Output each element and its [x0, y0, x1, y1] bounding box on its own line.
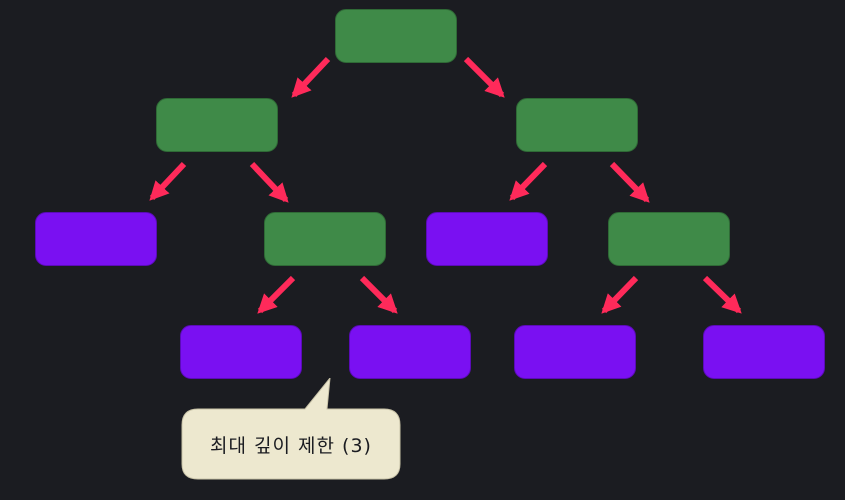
edge-l1left-to-leaf [149, 161, 187, 201]
level3-leaf-node-4 [703, 325, 825, 379]
callout-bubble [181, 378, 401, 480]
level3-leaf-node-2 [349, 325, 471, 379]
edge-l2right-to-leaf-a [601, 275, 639, 314]
level3-leaf-node-3 [514, 325, 636, 379]
level2-internal-node-2 [608, 212, 730, 266]
edge-l1right-to-leaf [509, 161, 548, 201]
level2-leaf-node-1 [35, 212, 157, 266]
edge-l2left-to-leaf-a [257, 275, 296, 314]
root-node [335, 9, 457, 63]
edge-l1right-to-l2 [609, 161, 650, 203]
level2-internal-node-1 [264, 212, 386, 266]
edge-root-to-l1-right [463, 56, 505, 98]
edge-l2left-to-leaf-b [359, 275, 398, 314]
callout-text: 최대 깊이 제한 (3) [210, 435, 372, 457]
level3-leaf-node-1 [180, 325, 302, 379]
level1-right-node [516, 98, 638, 152]
edge-l2right-to-leaf-b [702, 275, 742, 314]
edge-l1left-to-l2 [249, 161, 289, 203]
edge-root-to-l1-left [291, 56, 331, 98]
level1-left-node [156, 98, 278, 152]
level2-leaf-node-2 [426, 212, 548, 266]
